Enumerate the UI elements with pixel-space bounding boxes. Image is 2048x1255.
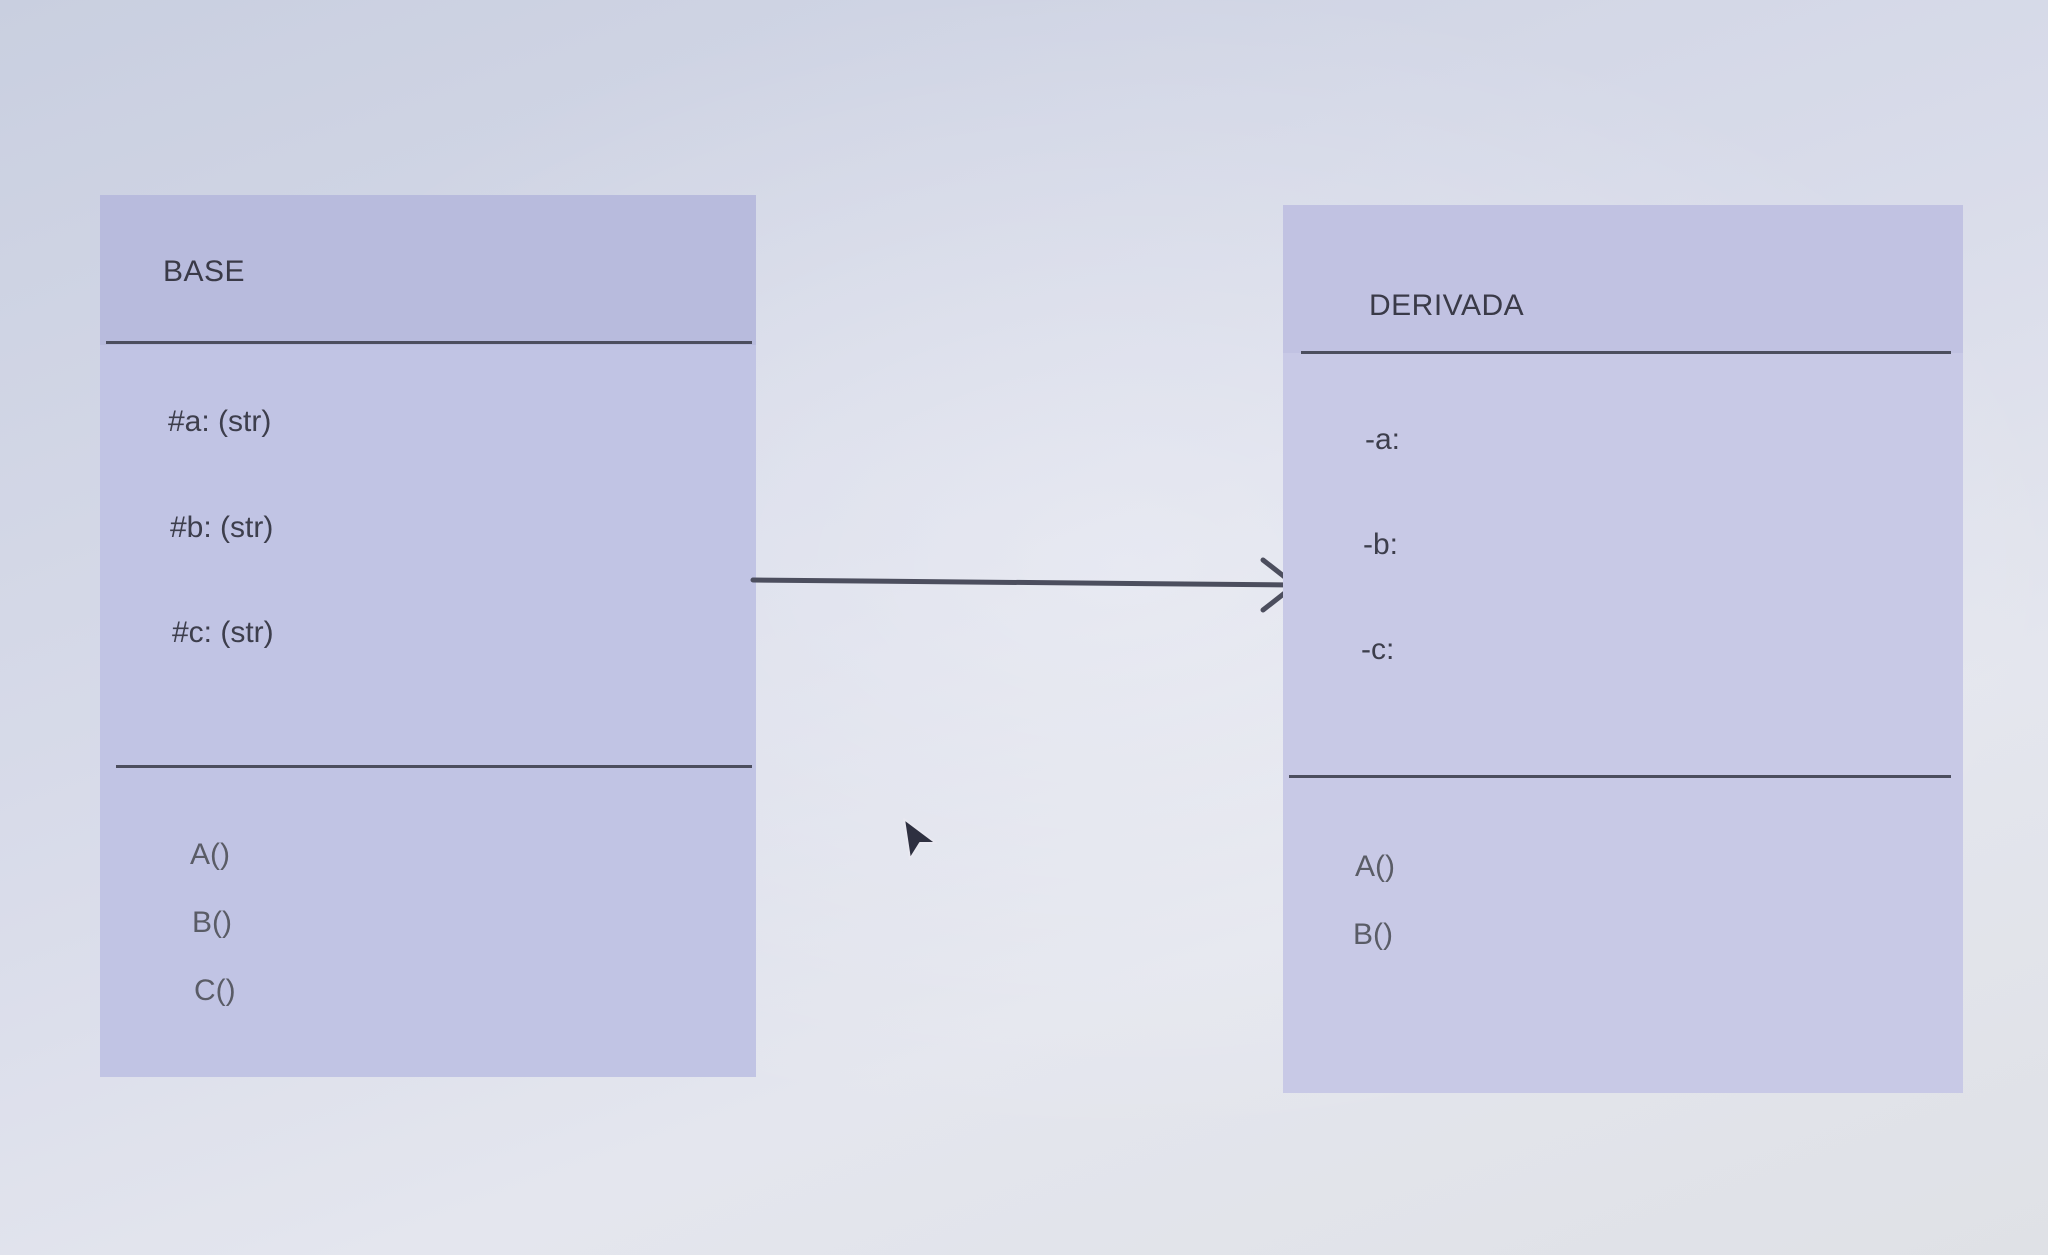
base-method-b: B() <box>192 906 232 939</box>
base-class-header: BASE <box>100 195 756 345</box>
base-attributes-divider <box>106 341 752 344</box>
derived-attributes-divider <box>1301 351 1951 354</box>
base-method-c: C() <box>194 974 236 1007</box>
derived-attribute-b: -b: <box>1363 528 1399 561</box>
mouse-cursor-icon <box>903 818 937 860</box>
base-class-box[interactable]: BASE #a: (str) #b: (str) #c: (str) A() B… <box>100 195 756 1077</box>
base-attribute-c: #c: (str) <box>172 616 274 649</box>
derived-class-header: DERIVADA <box>1283 205 1963 353</box>
base-methods-divider <box>116 765 752 768</box>
derived-attribute-c: -c: <box>1361 633 1395 666</box>
base-class-name: BASE <box>163 255 246 288</box>
inheritance-arrow <box>750 557 1298 613</box>
derived-class-name: DERIVADA <box>1369 289 1525 322</box>
derived-class-box[interactable]: DERIVADA -a: -b: -c: A() B() <box>1283 205 1963 1093</box>
derived-method-b: B() <box>1353 918 1393 951</box>
derived-method-a: A() <box>1355 850 1395 883</box>
arrow-line <box>750 577 1296 588</box>
derived-methods-divider <box>1289 775 1951 778</box>
derived-attribute-a: -a: <box>1365 423 1401 456</box>
base-method-a: A() <box>190 838 230 871</box>
base-attribute-b: #b: (str) <box>170 511 274 544</box>
base-attribute-a: #a: (str) <box>168 405 272 438</box>
